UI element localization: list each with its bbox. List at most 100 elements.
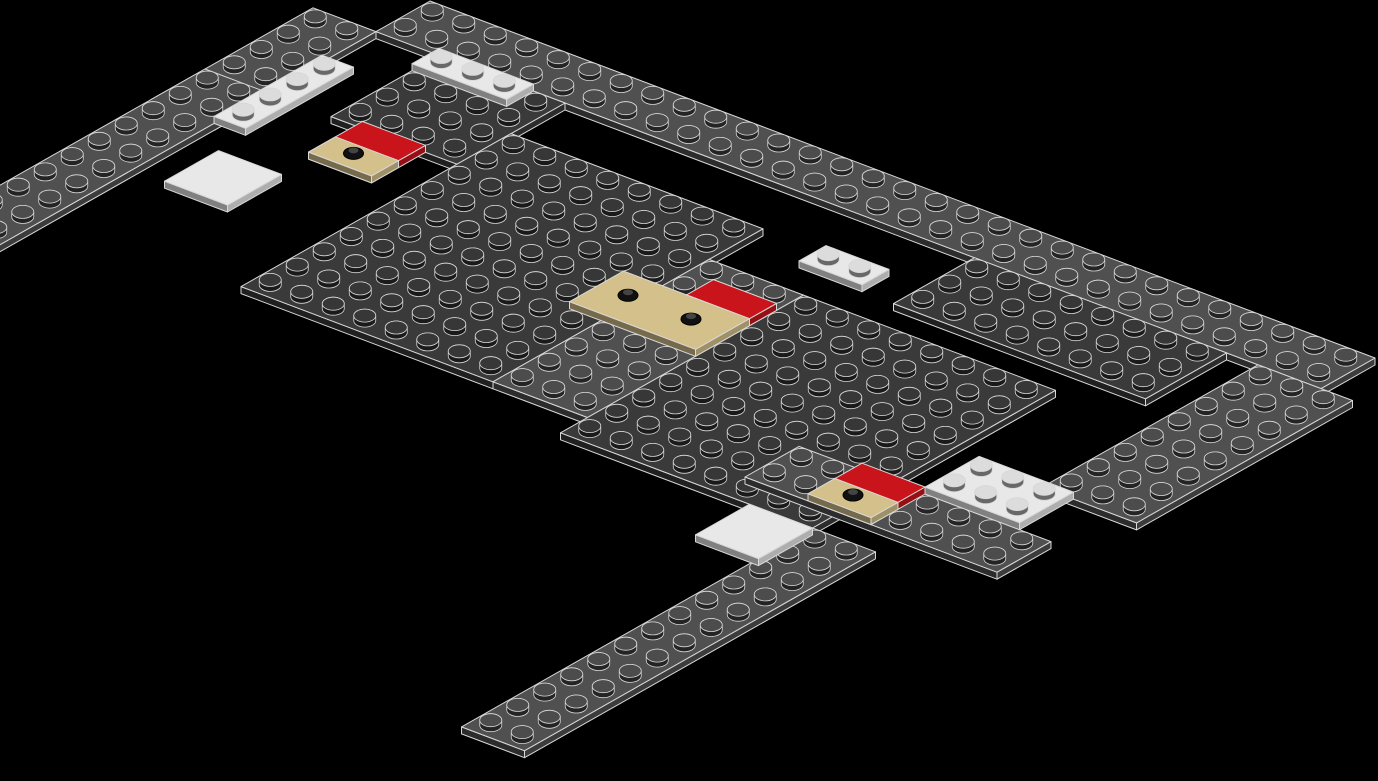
stud xyxy=(1159,358,1181,376)
stud xyxy=(277,25,299,43)
stud xyxy=(475,151,497,169)
stud xyxy=(1276,352,1298,370)
stud xyxy=(466,97,488,115)
stud xyxy=(799,324,821,342)
stud xyxy=(579,63,601,81)
stud xyxy=(606,404,628,422)
stud xyxy=(1006,326,1028,344)
stud xyxy=(691,207,713,225)
stud xyxy=(493,260,515,278)
stud xyxy=(633,389,655,407)
stud xyxy=(943,302,965,320)
stud xyxy=(1056,268,1078,286)
stud xyxy=(705,110,727,128)
stud xyxy=(988,396,1010,414)
jumper-stud xyxy=(344,147,364,159)
stud xyxy=(349,282,371,300)
stud xyxy=(421,182,443,200)
stud xyxy=(646,114,668,132)
stud xyxy=(381,294,403,312)
stud xyxy=(660,374,682,392)
stud xyxy=(966,260,988,278)
stud xyxy=(462,248,484,266)
stud xyxy=(435,263,457,281)
stud xyxy=(673,634,695,652)
stud xyxy=(646,649,668,667)
stud xyxy=(700,440,722,458)
stud xyxy=(660,195,682,213)
stud xyxy=(417,333,439,351)
stud xyxy=(741,149,763,167)
stud xyxy=(1119,471,1141,489)
stud xyxy=(354,309,376,327)
stud xyxy=(520,245,542,263)
stud xyxy=(552,78,574,96)
stud xyxy=(592,323,614,341)
stud xyxy=(1128,347,1150,365)
stud xyxy=(430,236,452,254)
stud xyxy=(1069,350,1091,368)
stud xyxy=(714,343,736,361)
stud xyxy=(898,387,920,405)
stud xyxy=(700,619,722,637)
stud xyxy=(1114,265,1136,283)
stud xyxy=(727,425,749,443)
stud xyxy=(435,85,457,103)
stud xyxy=(579,241,601,259)
stud xyxy=(673,98,695,116)
stud xyxy=(498,287,520,305)
stud xyxy=(394,18,416,36)
stud xyxy=(597,171,619,189)
stud xyxy=(502,136,524,154)
stud xyxy=(1141,428,1163,446)
stud xyxy=(1177,467,1199,485)
stud xyxy=(1258,421,1280,439)
stud xyxy=(7,178,29,196)
stud xyxy=(507,341,529,359)
stud xyxy=(1114,443,1136,461)
stud xyxy=(849,445,871,463)
stud xyxy=(597,350,619,368)
stud xyxy=(754,588,776,606)
stud xyxy=(669,607,691,625)
stud xyxy=(426,30,448,48)
stud xyxy=(579,420,601,438)
stud xyxy=(696,234,718,252)
stud xyxy=(894,182,916,200)
stud xyxy=(1123,498,1145,516)
stud xyxy=(534,683,556,701)
stud xyxy=(988,217,1010,235)
stud xyxy=(525,272,547,290)
stud xyxy=(808,379,830,397)
stud xyxy=(736,122,758,140)
stud xyxy=(903,415,925,433)
stud xyxy=(1146,455,1168,473)
stud xyxy=(952,357,974,375)
stud xyxy=(984,547,1006,565)
stud xyxy=(439,112,461,130)
stud xyxy=(1204,452,1226,470)
stud xyxy=(817,433,839,451)
stud xyxy=(786,421,808,439)
stud xyxy=(673,455,695,473)
stud xyxy=(894,360,916,378)
stud xyxy=(1249,367,1271,385)
stud xyxy=(142,102,164,120)
stud xyxy=(1119,292,1141,310)
stud xyxy=(754,409,776,427)
stud xyxy=(529,299,551,317)
stud xyxy=(858,321,880,339)
stud xyxy=(507,163,529,181)
stud xyxy=(313,57,335,75)
stud xyxy=(376,267,398,285)
stud xyxy=(628,362,650,380)
stud xyxy=(1335,348,1357,366)
stud xyxy=(610,253,632,271)
stud xyxy=(516,217,538,235)
stud xyxy=(570,187,592,205)
stud xyxy=(934,426,956,444)
stud xyxy=(637,238,659,256)
stud xyxy=(120,144,142,162)
stud xyxy=(759,437,781,455)
stud xyxy=(286,73,308,91)
